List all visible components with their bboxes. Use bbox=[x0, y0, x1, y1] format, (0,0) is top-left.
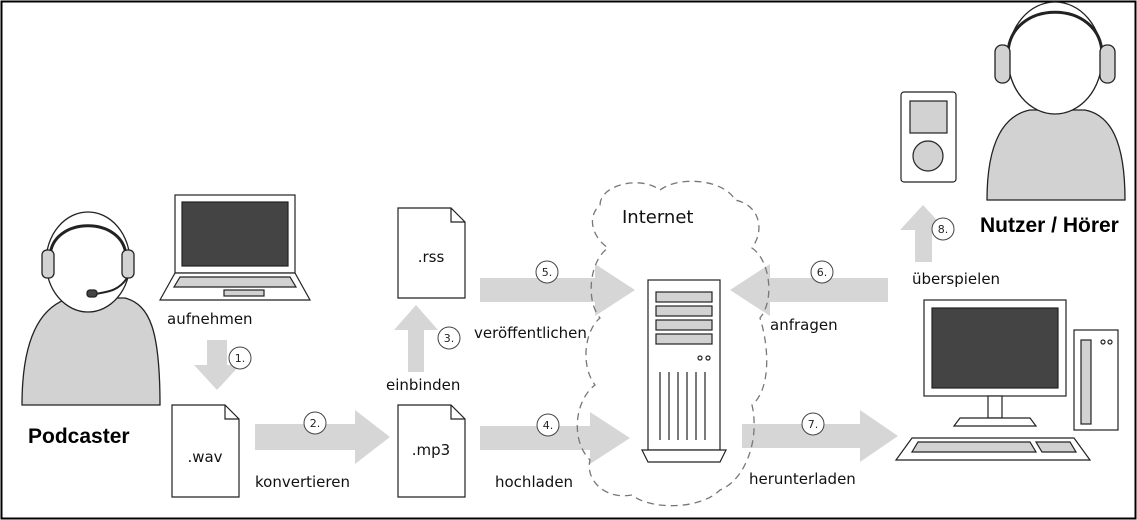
arrow-step-2 bbox=[255, 410, 390, 464]
step-numbers: 1. 2. 3. 4. 5. 6. 7. 8. bbox=[228, 217, 955, 437]
step-7-label: herunterladen bbox=[749, 470, 856, 488]
arrows bbox=[194, 205, 946, 464]
podcaster-avatar bbox=[21, 211, 161, 406]
step-6-label: anfragen bbox=[770, 316, 838, 334]
arrow-step-7 bbox=[742, 410, 898, 462]
arrow-step-4 bbox=[480, 412, 630, 464]
listener-avatar bbox=[986, 1, 1126, 201]
rss-file-icon bbox=[397, 207, 466, 299]
podcaster-label: Podcaster bbox=[28, 425, 130, 448]
mp3-player-icon bbox=[900, 91, 957, 183]
mp3-file-label: .mp3 bbox=[412, 441, 450, 459]
arrow-step-3 bbox=[394, 305, 438, 372]
step-5-badge: 5. bbox=[535, 260, 559, 284]
rss-file-label: .rss bbox=[418, 248, 445, 266]
step-3-number: 3. bbox=[444, 332, 455, 345]
step-4-badge: 4. bbox=[536, 413, 560, 437]
step-4-number: 4. bbox=[543, 419, 554, 432]
step-4-label: hochladen bbox=[495, 473, 573, 491]
step-5-number: 5. bbox=[542, 266, 553, 279]
step-1-badge: 1. bbox=[228, 346, 252, 370]
internet-cloud bbox=[576, 180, 770, 507]
step-5-label: veröffentlichen bbox=[474, 324, 587, 342]
step-1-label: aufnehmen bbox=[167, 310, 253, 328]
step-6-number: 6. bbox=[817, 266, 828, 279]
server-icon bbox=[641, 279, 727, 463]
step-6-badge: 6. bbox=[810, 260, 834, 284]
listener-label: Nutzer / Hörer bbox=[980, 214, 1119, 237]
step-7-badge: 7. bbox=[801, 412, 825, 436]
step-8-number: 8. bbox=[938, 223, 949, 236]
laptop-icon bbox=[158, 194, 312, 301]
step-1-number: 1. bbox=[235, 352, 246, 365]
step-3-badge: 3. bbox=[437, 326, 461, 350]
arrow-step-5 bbox=[480, 264, 635, 316]
arrow-step-1 bbox=[194, 340, 240, 390]
step-3-label: einbinden bbox=[386, 376, 460, 394]
mp3-file-icon bbox=[397, 404, 466, 498]
step-2-number: 2. bbox=[310, 417, 321, 430]
arrow-step-6 bbox=[730, 264, 888, 316]
desktop-computer-icon bbox=[894, 299, 1119, 461]
step-2-label: konvertieren bbox=[255, 473, 350, 491]
step-7-number: 7. bbox=[808, 418, 819, 431]
step-8-badge: 8. bbox=[931, 217, 955, 241]
internet-label: Internet bbox=[622, 207, 693, 228]
step-8-label: überspielen bbox=[912, 270, 1000, 288]
wav-file-label: .wav bbox=[187, 448, 222, 466]
arrow-step-8 bbox=[900, 205, 946, 262]
step-2-badge: 2. bbox=[303, 411, 327, 435]
wav-file-icon bbox=[171, 404, 240, 498]
